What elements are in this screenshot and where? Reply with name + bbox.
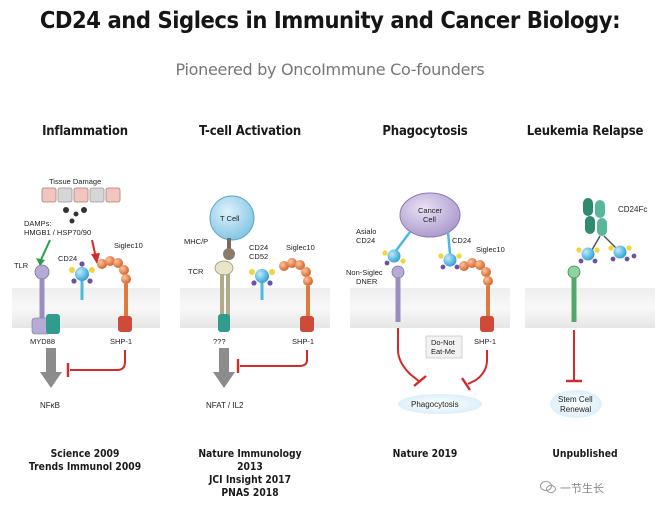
phagocytosis-halo [398, 394, 482, 414]
cd24-cd52-molecule [249, 269, 275, 300]
signaling-adaptor [218, 314, 230, 332]
references-phagocytosis: Nature 2019 [368, 448, 482, 461]
label-nfat-il2: NFAT / IL2 [206, 401, 244, 410]
label-siglec10: Siglec10 [286, 243, 315, 252]
label-renewal: Renewal [560, 405, 591, 414]
signal-arrow [46, 348, 56, 374]
label-cd24: CD24 [249, 243, 268, 252]
dont-eat-me-box [425, 335, 463, 359]
siglec10-receptor [279, 258, 313, 324]
label-eat-me: Eat-Me [431, 347, 455, 356]
page-title: CD24 and Siglecs in Immunity and Cancer … [39, 8, 621, 34]
panel-inflammation: Tissue Damage DAMPs: HMGB1 / HSP70/90 TL… [12, 177, 160, 410]
label-tlr: TLR [14, 261, 29, 270]
label-do-not: Do-Not [431, 338, 456, 347]
receptor-green [567, 265, 581, 322]
panel-title-leukemia-relapse: Leukemia Relapse [526, 124, 644, 139]
reference: Trends Immunol 2009 [28, 461, 142, 473]
cd24-molecule [438, 231, 462, 270]
label-myd88: MYD88 [30, 337, 55, 346]
panel-tcell-activation: T Cell MHC/P TCR ??? CD24 CD52 Siglec10 [180, 195, 330, 410]
reference: Nature 2019 [392, 448, 458, 460]
references-leukemia: Unpublished [528, 448, 642, 461]
cd24-head-right [608, 245, 637, 262]
label-asialo-cd24: CD24 [356, 236, 375, 245]
cell-membrane [525, 288, 655, 328]
panel-leukemia-relapse: CD24Fc Stem Cell Renewal [525, 198, 655, 418]
inhibition-line-dner [397, 328, 421, 383]
panel-title-inflammation: Inflammation [42, 124, 128, 139]
cd24-head-left [576, 247, 600, 264]
label-shp1: SHP-1 [110, 337, 132, 346]
label-cd24: CD24 [58, 254, 77, 263]
cancer-cell [399, 192, 461, 238]
cd24-molecule [69, 261, 95, 300]
inhibition-line-siglec [467, 350, 488, 385]
label-unknown: ??? [213, 337, 226, 346]
reference: JCI Insight 2017 [208, 474, 292, 486]
wechat-icon [540, 481, 556, 494]
references-inflammation: Science 2009 Trends Immunol 2009 [28, 448, 142, 474]
panel-title-phagocytosis: Phagocytosis [382, 124, 468, 139]
label-damps-list: HMGB1 / HSP70/90 [24, 228, 91, 237]
reference: PNAS 2018 [221, 487, 279, 499]
page-subtitle: Pioneered by OncoImmune Co-founders [175, 60, 485, 79]
label-cd52: CD52 [249, 252, 268, 261]
signal-arrow [219, 348, 229, 374]
siglec10-receptor [97, 256, 131, 324]
tcr-receptor [214, 260, 234, 322]
mhc-peptide [223, 238, 235, 260]
inhibition-line [70, 350, 126, 371]
damaged-tissue-cells [41, 187, 121, 203]
reference: Unpublished [552, 448, 618, 460]
watermark: 一节生长 [560, 482, 604, 495]
inhibition-line [240, 350, 308, 367]
label-stem-cell: Stem Cell [558, 395, 593, 404]
label-asialo: Asialo [356, 227, 376, 236]
label-non-siglec: Non-Siglec [346, 268, 383, 277]
shp1-phosphatase [118, 316, 132, 332]
activation-arrow-green [39, 239, 51, 263]
label-phagocytosis: Phagocytosis [411, 400, 459, 409]
t-cell [209, 195, 255, 241]
siglec10-receptor [459, 258, 493, 324]
reference: Science 2009 [50, 448, 120, 460]
label-shp1: SHP-1 [474, 337, 496, 346]
label-siglec10: Siglec10 [476, 245, 505, 254]
label-nfkb: NFκB [40, 401, 60, 410]
myd88-adaptor [46, 314, 60, 334]
label-cancer: Cancer [418, 206, 443, 215]
reference: Nature Immunology 2013 [198, 448, 302, 473]
damp-molecules [63, 207, 87, 224]
label-siglec10: Siglec10 [114, 241, 143, 250]
references-tcell: Nature Immunology 2013 JCI Insight 2017 … [188, 448, 311, 500]
label-cell: Cell [423, 215, 436, 224]
label-tissue-damage: Tissue Damage [49, 177, 101, 186]
shp1-phosphatase [300, 316, 314, 332]
stem-cell-halo [550, 390, 602, 418]
label-damps: DAMPs: [24, 219, 52, 228]
panel-title-tcell-activation: T-cell Activation [198, 124, 302, 139]
label-dner: DNER [356, 277, 378, 286]
tlr-receptor [34, 264, 50, 322]
label-t-cell: T Cell [220, 214, 240, 223]
label-tcr: TCR [188, 267, 204, 276]
label-cd24: CD24 [452, 236, 471, 245]
label-mhc-p: MHC/P [184, 237, 208, 246]
dner-receptor [391, 265, 405, 322]
label-shp1: SHP-1 [292, 337, 314, 346]
panel-phagocytosis: Cancer Cell Asialo CD24 Non-Siglec DNER … [346, 192, 510, 414]
label-cd24fc: CD24Fc [618, 205, 647, 214]
shp1-phosphatase [480, 316, 494, 332]
cd24fc-fusion-protein [583, 198, 617, 251]
asialo-cd24-molecule [382, 231, 411, 266]
